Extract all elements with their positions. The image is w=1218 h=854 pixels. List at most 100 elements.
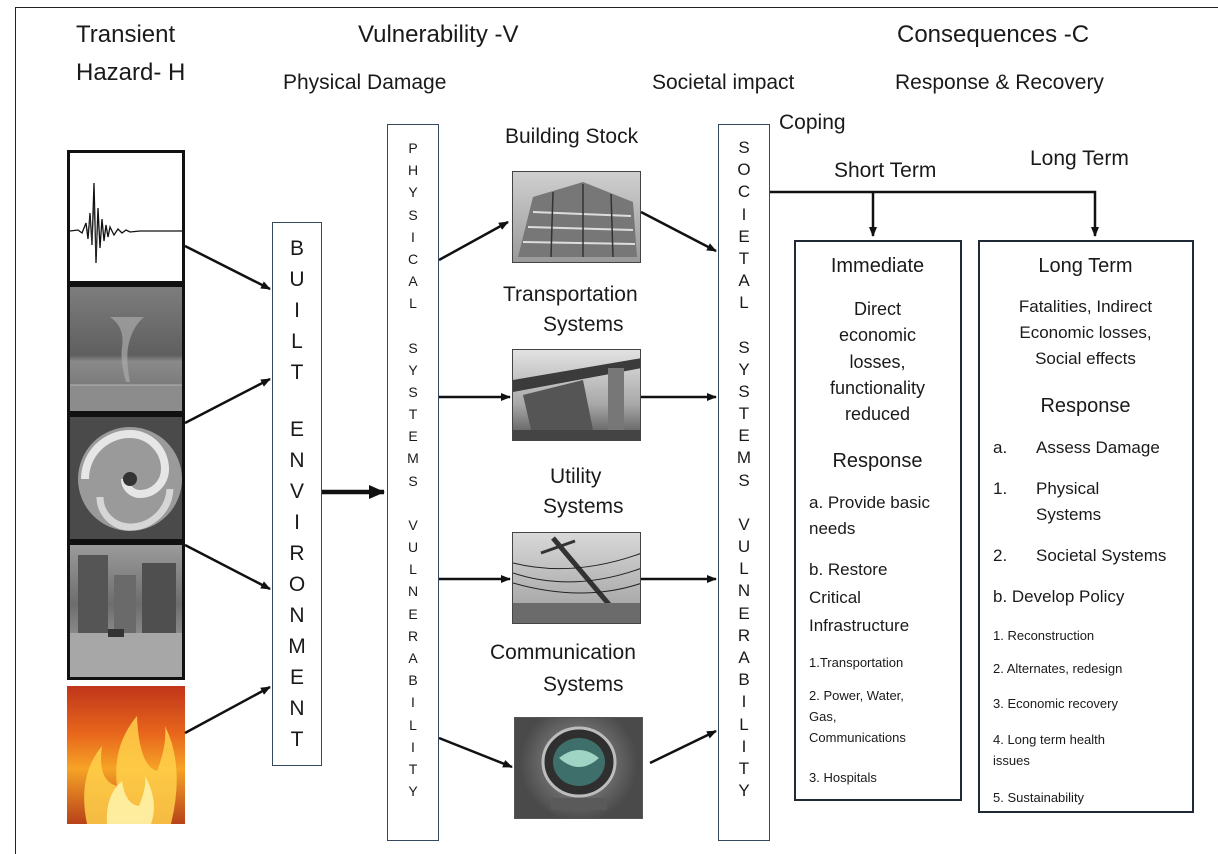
physical-systems-letter: N [407, 583, 419, 600]
hurricane-icon [78, 427, 182, 531]
arrow-building-to-societal [640, 210, 717, 253]
built-environment-letter: O [288, 573, 306, 596]
long-term-line-3: Social effects [1035, 349, 1136, 368]
transportation-label-1: Transportation [503, 283, 638, 306]
societal-systems-letter: S [738, 337, 750, 357]
physical-systems-letter: C [407, 250, 419, 267]
built-environment-letter: I [294, 511, 300, 534]
hazard-heading-line2: Hazard- H [76, 59, 186, 86]
physical-systems-letter: L [409, 561, 417, 578]
built-environment-letter: I [294, 299, 300, 322]
arrow-societal-to-longterm [770, 190, 1099, 237]
coping-heading: Coping [779, 111, 846, 134]
societal-systems-letter: Y [738, 359, 750, 379]
physical-systems-letter: L [409, 295, 417, 312]
long-term-item-1-line1: Physical [1036, 479, 1100, 498]
societal-systems-letter: A [738, 271, 750, 291]
physical-systems-letter: T [408, 760, 418, 777]
arrow-seismic-to-built [184, 244, 271, 291]
arrow-fire-to-built [184, 685, 271, 735]
built-environment-letter: T [290, 728, 304, 751]
immediate-item-2-line1: 2. Power, Water, [809, 688, 904, 703]
built-environment-letter: T [290, 361, 304, 384]
physical-systems-letter: E [408, 428, 418, 445]
built-environment-letter: U [289, 268, 305, 291]
societal-systems-letter: S [738, 381, 750, 401]
societal-systems-letter: A [738, 647, 750, 667]
physical-systems-letter: A [408, 273, 418, 290]
transportation-image [512, 349, 641, 441]
physical-systems-letter: U [407, 539, 419, 555]
physical-systems-letter: S [408, 472, 418, 489]
utility-image [512, 532, 641, 624]
societal-systems-letter: E [738, 226, 750, 246]
policy-item-4-line1: 4. Long term health [993, 732, 1106, 747]
built-environment-letter: N [289, 449, 305, 472]
long-term-panel: Long Term Fatalities, Indirect Economic … [978, 240, 1194, 813]
built-environment-letter: B [289, 237, 304, 260]
hurricane-image [67, 414, 185, 542]
utility-label-2: Systems [543, 495, 624, 518]
societal-systems-letter: O [737, 160, 751, 180]
built-environment-letter: E [289, 666, 304, 689]
built-environment-letter: V [289, 480, 304, 503]
communication-label-1: Communication [490, 641, 636, 664]
transportation-label-2: Systems [543, 313, 624, 336]
societal-systems-letter: T [738, 404, 750, 424]
long-term-item-1-label: 1. [993, 479, 1008, 498]
immediate-response-heading: Response [832, 450, 923, 472]
immediate-line-2: economic [838, 325, 917, 345]
arrow-comm-to-societal [649, 729, 717, 765]
immediate-line-1: Direct [853, 299, 901, 319]
immediate-panel: Immediate Direct economic losses, functi… [794, 240, 962, 801]
long-term-item-2-text: Societal Systems [1036, 546, 1167, 565]
societal-systems-letter: S [738, 138, 750, 157]
seismograph-icon [70, 182, 182, 264]
immediate-line-5: reduced [844, 404, 911, 424]
societal-systems-letter: U [737, 537, 751, 556]
physical-systems-letter: S [408, 383, 418, 400]
arrow-physical-to-building [438, 220, 509, 262]
long-term-response-heading: Response [1040, 395, 1131, 417]
immediate-item-1: 1.Transportation [809, 655, 904, 670]
societal-systems-letter: C [737, 182, 751, 202]
physical-systems-letter: M [407, 450, 419, 467]
societal-systems-letter: I [741, 204, 747, 224]
figure-frame [15, 7, 1218, 854]
long-term-item-a-text: Assess Damage [1036, 438, 1160, 457]
long-term-heading: Long Term [1030, 147, 1129, 170]
long-term-item-2-label: 2. [993, 546, 1008, 565]
seismograph-image [67, 150, 185, 284]
built-environment-letter: N [289, 604, 305, 627]
flood-image [67, 542, 185, 680]
fallen-power-pole-icon [513, 536, 640, 623]
communication-image [514, 717, 643, 819]
built-environment-letter: M [288, 635, 306, 658]
physical-systems-letter: S [408, 339, 418, 356]
immediate-item-b-line1: b. Restore [809, 560, 888, 579]
long-term-line-2: Economic losses, [1019, 323, 1152, 342]
physical-systems-letter: H [407, 162, 419, 179]
long-term-item-b: b. Develop Policy [993, 587, 1125, 606]
collapsed-overpass-icon [513, 358, 640, 440]
physical-systems-letter: I [411, 738, 415, 755]
physical-systems-letter: I [411, 228, 415, 245]
short-term-heading: Short Term [834, 159, 937, 182]
arrow-hurricane-to-built [184, 543, 271, 591]
long-term-item-a-label: a. [993, 438, 1008, 457]
societal-systems-letter: S [738, 470, 750, 490]
societal-systems-letter: T [738, 248, 750, 268]
communication-label-2: Systems [543, 673, 624, 696]
built-environment-letter: R [289, 542, 305, 565]
societal-systems-letter: L [739, 293, 749, 313]
societal-systems-letter: L [739, 714, 749, 734]
immediate-line-3: losses, [849, 352, 906, 372]
built-environment-letter: E [289, 418, 304, 441]
arrow-tornado-to-built [184, 377, 271, 425]
immediate-item-2-line3: Communications [809, 730, 906, 745]
built-environment-letter: N [289, 697, 305, 720]
tornado-icon [70, 317, 182, 411]
physical-systems-letter: S [408, 206, 418, 223]
